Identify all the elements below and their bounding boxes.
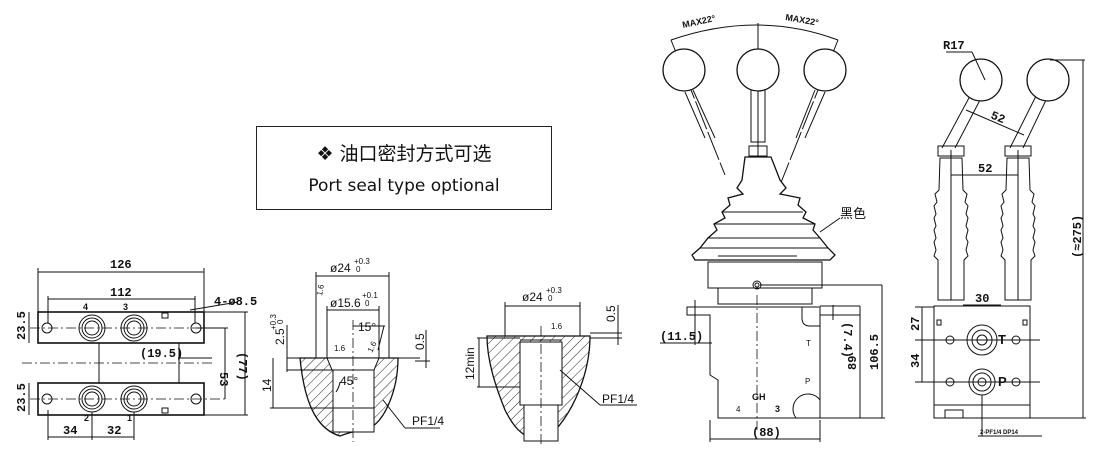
dim-88: (88) bbox=[752, 426, 781, 440]
section-a-inner-tol-lower: 0 bbox=[365, 299, 370, 308]
lever-center bbox=[736, 48, 780, 143]
front-view: 黑色 MAX22° MAX22° (11.5) (7.4) 89 106.5 (… bbox=[660, 12, 885, 442]
side-port-T: T bbox=[998, 332, 1006, 347]
section-b-dia-outer: ø24 bbox=[522, 290, 543, 304]
lever-1 bbox=[941, 58, 1003, 149]
color-note: 黑色 bbox=[840, 206, 866, 222]
note-chinese-text: 油口密封方式可选 bbox=[339, 143, 492, 165]
section-a-thread: PF1/4 bbox=[412, 414, 444, 428]
port-spec: 2-PF1/4 DP14 bbox=[980, 430, 1019, 436]
section-b: ø24 +0.3 0 1.6 0.5 12min PF1/4 bbox=[463, 286, 637, 445]
section-b-tol-lower: 0 bbox=[548, 294, 553, 303]
dim-52-bottom: 52 bbox=[978, 162, 992, 176]
lever-2 bbox=[1009, 58, 1070, 149]
bellows bbox=[933, 145, 1036, 301]
port-3-label: 3 bbox=[775, 404, 780, 414]
section-a-roughness-2: 1.6 bbox=[334, 344, 346, 353]
dim-34: 34 bbox=[909, 354, 923, 368]
note-english-text: Port seal type optional bbox=[308, 176, 500, 196]
section-b-dim-0-5: 0.5 bbox=[604, 305, 618, 322]
dim-32: 32 bbox=[107, 424, 121, 438]
hole-spec: 4-ø8.5 bbox=[214, 295, 257, 309]
dim-27: 27 bbox=[909, 317, 923, 331]
section-a-depth-tol-lower: 0 bbox=[276, 319, 285, 324]
diamond-bullet-icon: ❖ bbox=[316, 143, 334, 165]
section-a-depth: 2.5 bbox=[273, 328, 287, 345]
section-a-tol-upper: +0.3 bbox=[354, 257, 370, 266]
dim-275: (≈275) bbox=[1071, 215, 1085, 258]
dim-77: (77) bbox=[235, 352, 249, 381]
note-chinese-line: ❖ 油口密封方式可选 bbox=[257, 139, 551, 166]
section-a-roughness-1: 1.6 bbox=[315, 283, 326, 296]
dim-106-5: 106.5 bbox=[868, 334, 882, 370]
section-a-dim-0-5: 0.5 bbox=[413, 333, 427, 350]
section-a-roughness-3: 1.6 bbox=[366, 339, 379, 353]
section-a-tol-lower: 0 bbox=[356, 265, 361, 274]
section-a-inner-tol-upper: +0.1 bbox=[362, 291, 378, 300]
dim-34: 34 bbox=[63, 424, 77, 438]
dim-7-4: (7.4) bbox=[840, 322, 854, 358]
side-port-P: P bbox=[998, 374, 1007, 389]
side-view: R17 52 52 (≈275) 30 27 34 T P 2-PF1/4 DP… bbox=[909, 39, 1086, 437]
dim-53: 53 bbox=[216, 372, 230, 386]
section-b-thread: PF1/4 bbox=[602, 392, 634, 406]
dim-11-5: (11.5) bbox=[660, 330, 703, 344]
section-b-tol-upper: +0.3 bbox=[546, 286, 562, 295]
port-label-1: 1 bbox=[127, 413, 132, 423]
dim-30: 30 bbox=[975, 292, 989, 306]
dim-23-5-top: 23.5 bbox=[15, 311, 29, 340]
port-label-3: 3 bbox=[123, 302, 128, 312]
rubber-boot bbox=[691, 145, 836, 261]
dim-112: 112 bbox=[110, 286, 132, 300]
section-b-roughness: 1.6 bbox=[551, 322, 563, 331]
port-P-label: P bbox=[805, 377, 810, 386]
section-a-dia-outer: ø24 bbox=[330, 261, 351, 275]
side-ports bbox=[945, 324, 1021, 396]
max-angle-left: MAX22° bbox=[681, 13, 716, 30]
section-a-dia-inner: ø15.6 bbox=[330, 296, 361, 310]
dim-23-5-bottom: 23.5 bbox=[15, 383, 29, 412]
section-a-dim-14: 14 bbox=[260, 378, 274, 392]
port-circles bbox=[78, 314, 148, 413]
section-a-angle-45: 45° bbox=[340, 374, 358, 388]
plate-view: 126 112 4-ø8.5 23.5 23.5 (19.5) 53 (77) … bbox=[15, 258, 257, 440]
port-GH-label: GH bbox=[752, 392, 766, 402]
dim-52-top: 52 bbox=[989, 109, 1008, 127]
dim-126: 126 bbox=[110, 258, 132, 272]
lever-right bbox=[795, 48, 847, 139]
port-label-2: 2 bbox=[84, 413, 89, 423]
port-4-label: 4 bbox=[736, 405, 741, 414]
mount-holes bbox=[41, 322, 202, 405]
dim-89: 89 bbox=[846, 356, 860, 370]
dim-19-5: (19.5) bbox=[140, 347, 183, 361]
section-a-depth-tol-upper: +0.3 bbox=[269, 314, 278, 330]
port-T-label: T bbox=[806, 339, 811, 348]
section-b-dim-12min: 12min bbox=[463, 347, 477, 380]
port-label-4: 4 bbox=[83, 302, 88, 312]
section-a-angle-15: 15° bbox=[358, 320, 376, 334]
port-seal-note: ❖ 油口密封方式可选 Port seal type optional bbox=[256, 126, 552, 210]
radius-label: R17 bbox=[943, 39, 965, 53]
section-a: ø24 +0.3 0 1.6 ø15.6 +0.1 0 15° 1.6 1.6 … bbox=[260, 257, 444, 442]
lever-left bbox=[662, 48, 716, 139]
max-angle-right: MAX22° bbox=[785, 12, 820, 28]
